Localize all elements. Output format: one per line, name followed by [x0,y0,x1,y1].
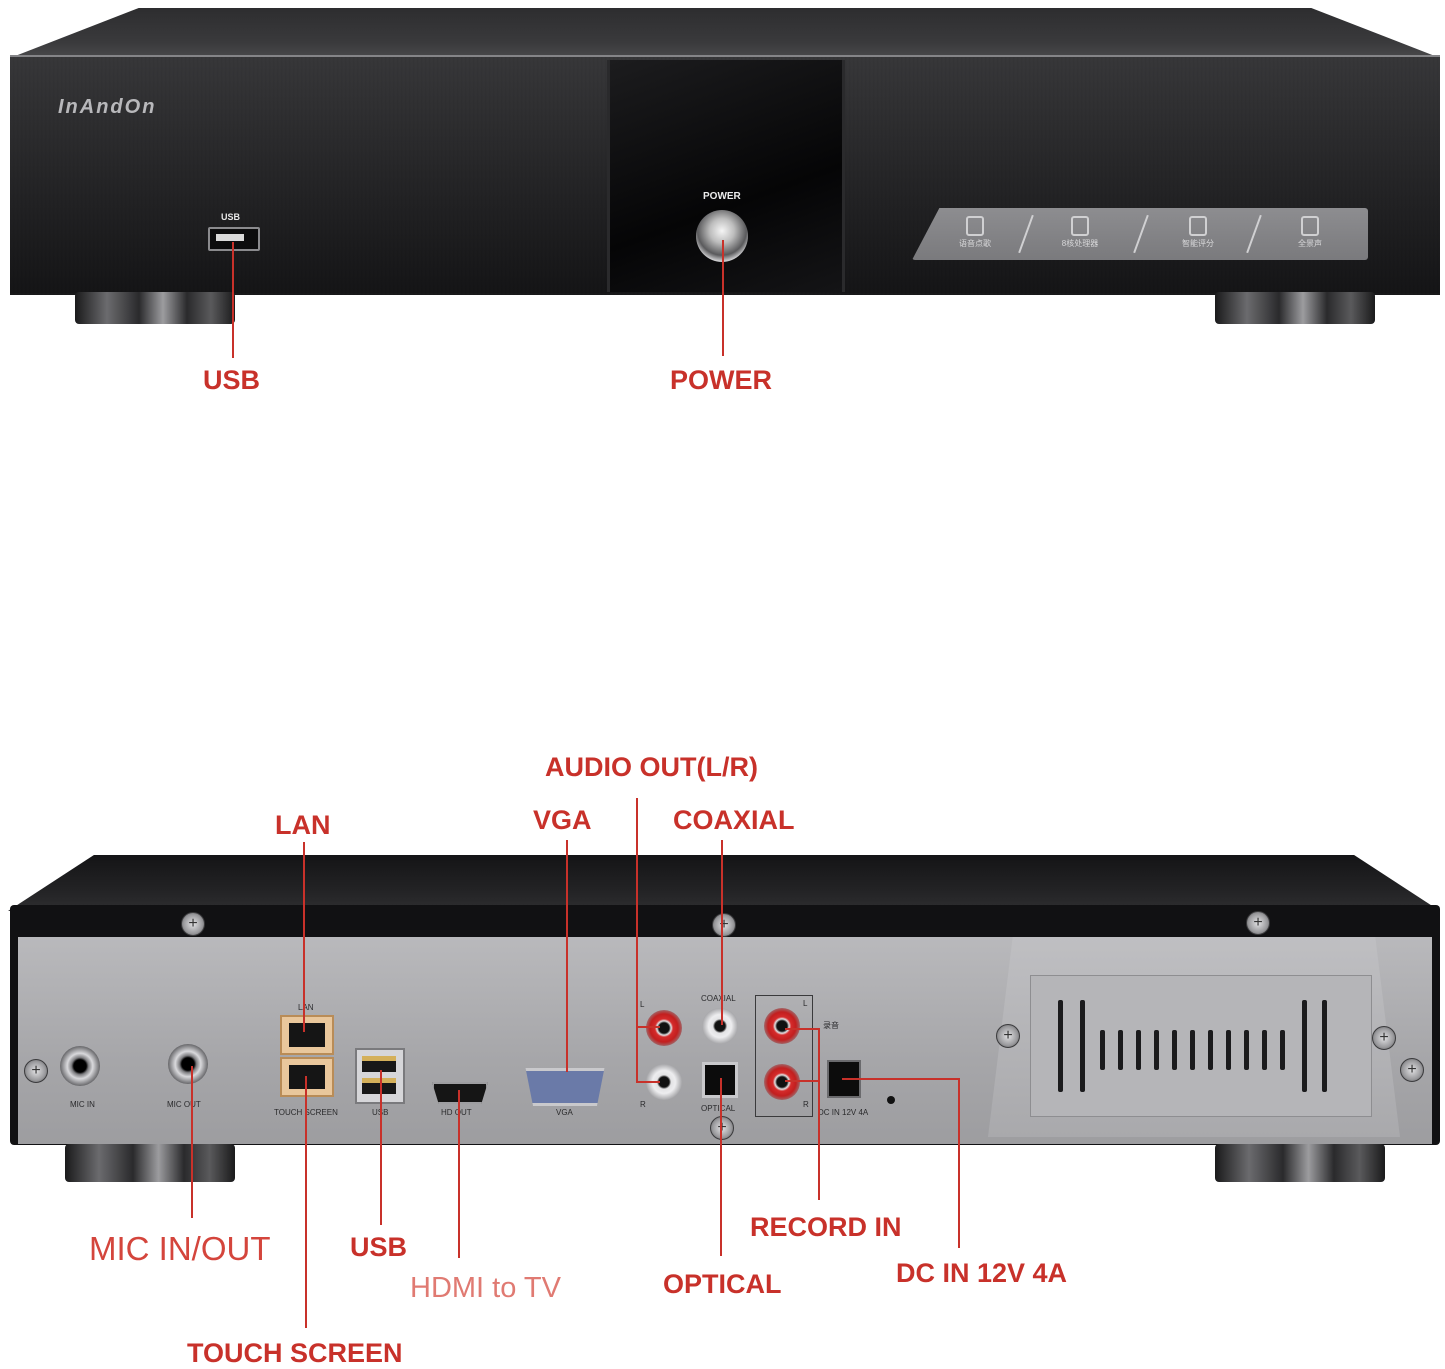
microphone-icon [966,216,984,236]
front-usb-label: USB [221,212,241,222]
audio-out-callout-tick [636,1081,660,1083]
front-top-surface [10,8,1440,58]
optical-callout: OPTICAL [663,1269,782,1299]
coaxial-label: COAXIAL [701,994,736,1003]
vent-slot [1226,1030,1231,1070]
vga-callout-line [566,840,568,1072]
touch-screen-port[interactable] [280,1057,334,1097]
vent-slot [1190,1030,1195,1070]
touch-screen-callout-line [305,1076,307,1328]
power-label: POWER [703,191,741,202]
vga-port[interactable] [525,1068,605,1106]
power-callout-line [722,240,724,356]
usb-callout: USB [203,365,261,395]
screw-icon [996,1024,1020,1048]
hdmi-callout-line [458,1090,460,1258]
mic-in-label: MIC IN [70,1100,95,1109]
ground-icon [887,1096,895,1104]
mic-callout-line [191,1066,193,1218]
vent-slot [1154,1030,1159,1070]
dc-in-callout-tick [842,1078,960,1080]
coaxial-jack[interactable] [702,1008,738,1044]
rec-r-label: R [803,1100,809,1109]
record-in-callout-tick [785,1028,819,1030]
power-callout: POWER [670,365,773,395]
front-usb-port[interactable] [208,227,260,251]
vga-callout: VGA [533,805,592,835]
touch-screen-callout: TOUCH SCREEN [187,1338,403,1368]
record-in-right-jack[interactable] [764,1064,800,1100]
record-in-callout-tick [785,1080,819,1082]
dc-in-label: DC IN 12V 4A [818,1108,869,1117]
screw-icon [1372,1026,1396,1050]
feature-surround: 全景声 [1270,216,1350,249]
hdmi-callout: HDMI to TV [410,1272,561,1304]
rear-foot-right [1215,1144,1385,1182]
audio-l-label: L [640,1000,645,1009]
record-in-left-jack[interactable] [764,1008,800,1044]
vga-label: VGA [556,1108,573,1117]
screw-icon [1400,1058,1424,1082]
coaxial-callout: COAXIAL [673,805,795,835]
usb-callout-line [232,242,234,358]
front-foot-right [1215,292,1375,324]
lan-label: LAN [298,1003,314,1012]
record-in-group [755,995,813,1117]
vent-slot [1118,1030,1123,1070]
record-in-callout-line [818,1028,820,1200]
feature-processor: 8核处理器 [1040,216,1120,249]
vent-slot [1208,1030,1213,1070]
score-icon [1189,216,1207,236]
rear-top-surface [8,855,1440,911]
front-foot-left [75,292,235,324]
screw-icon [181,912,205,936]
rear-foot-left [65,1144,235,1182]
vent-slot [1080,1000,1085,1092]
vent-slot [1280,1030,1285,1070]
mic-out-jack[interactable] [168,1044,208,1084]
audio-r-label: R [640,1100,646,1109]
vent-slot [1136,1030,1141,1070]
rec-l-label: L [803,999,808,1008]
hdmi-port[interactable] [432,1082,488,1104]
screw-icon [1246,911,1270,935]
vent-slot [1172,1030,1177,1070]
mic-in-out-callout: MIC IN/OUT [89,1230,271,1267]
feature-scoring: 智能评分 [1158,216,1238,249]
vent-slot [1100,1030,1105,1070]
vent-slot [1302,1000,1307,1092]
audio-out-callout-tick [636,1026,660,1028]
record-in-callout: RECORD IN [750,1212,902,1242]
hd-out-label: HD OUT [441,1108,472,1117]
usb-rear-callout-line [380,1070,382,1225]
vent-slot [1322,1000,1327,1092]
screw-icon [710,1116,734,1140]
mic-in-jack[interactable] [60,1046,100,1086]
audio-out-callout-line [636,798,638,1082]
lan-port[interactable] [280,1015,334,1055]
record-cn-label: 录音 [823,1021,839,1030]
feature-voice: 语音点歌 [935,216,1015,249]
optical-label: OPTICAL [701,1104,736,1113]
vent-slot [1244,1030,1249,1070]
audio-out-right-jack[interactable] [646,1010,682,1046]
dc-in-callout: DC IN 12V 4A [896,1258,1068,1288]
screw-icon [24,1059,48,1083]
vent-slot [1262,1030,1267,1070]
coaxial-callout-line [721,840,723,1025]
equalizer-icon [1301,216,1319,236]
vent-grille [1030,975,1372,1117]
chip-icon [1071,216,1089,236]
vent-slot [1058,1000,1063,1092]
mic-out-label: MIC OUT [167,1100,201,1109]
screw-icon [712,913,736,937]
usb-rear-callout: USB [350,1232,408,1262]
optical-callout-line [720,1078,722,1256]
lan-callout: LAN [275,810,331,840]
lan-callout-line [303,842,305,1032]
brand-logo: InAndOn [58,96,157,118]
dc-in-callout-line [958,1078,960,1248]
audio-out-callout: AUDIO OUT(L/R) [545,752,758,782]
